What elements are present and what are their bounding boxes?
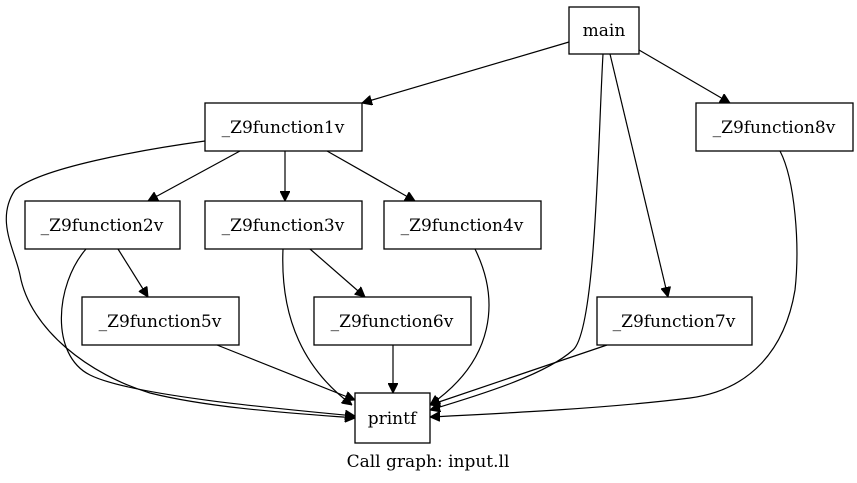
node-function3-label: _Z9function3v [222,216,345,236]
node-function2-label: _Z9function2v [41,216,164,236]
node-function1-label: _Z9function1v [222,118,345,138]
node-function7[interactable]: _Z9function7v [596,296,753,346]
node-function3[interactable]: _Z9function3v [204,200,363,250]
node-function6[interactable]: _Z9function6v [313,296,472,346]
node-main-label: main [583,21,626,41]
edge-main-to-function8 [638,49,730,103]
nodes: main _Z9function1v _Z9function8v _Z9func… [24,6,854,444]
node-printf[interactable]: printf [354,392,431,444]
edge-function1-to-function2 [148,150,241,201]
node-function5-label: _Z9function5v [99,312,222,332]
node-main[interactable]: main [568,6,640,55]
node-function1[interactable]: _Z9function1v [204,102,363,152]
node-function7-label: _Z9function7v [613,312,736,332]
edges [5,41,798,418]
edge-function2-to-function5 [117,248,148,297]
node-printf-label: printf [368,409,418,429]
node-function6-label: _Z9function6v [331,312,454,332]
edge-function2-to-printf [60,248,355,416]
edge-function3-to-printf [282,248,352,405]
node-function8[interactable]: _Z9function8v [695,102,854,152]
node-function8-label: _Z9function8v [713,118,836,138]
edge-function8-to-printf [430,150,798,417]
edge-main-to-function7 [609,53,668,297]
node-function2[interactable]: _Z9function2v [24,200,181,250]
edge-function3-to-function6 [309,248,365,297]
edge-function7-to-printf [430,344,608,405]
node-function4-label: _Z9function4v [401,216,524,236]
edge-function1-to-function4 [326,150,415,201]
edge-function4-to-printf [430,248,490,405]
edge-function5-to-printf [216,344,355,400]
edge-main-to-printf [430,53,604,410]
edge-main-to-function1 [362,41,570,103]
edge-function1-to-printf [5,140,355,418]
graph-caption: Call graph: input.ll [347,452,510,472]
node-function4[interactable]: _Z9function4v [383,200,542,250]
node-function5[interactable]: _Z9function5v [81,296,240,346]
